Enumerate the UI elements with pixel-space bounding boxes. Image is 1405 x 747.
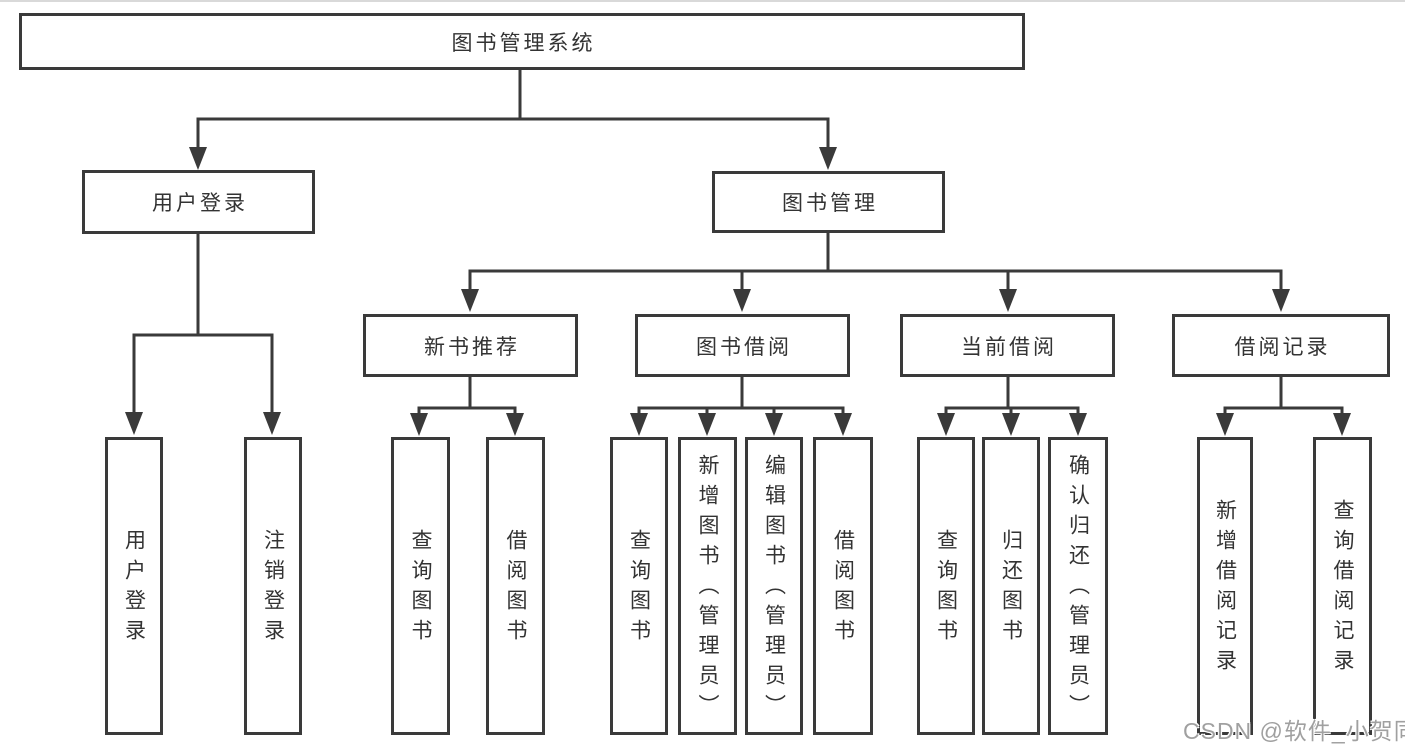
node-leaf-query-borrow-record: 查询借阅记录 [1313, 437, 1372, 735]
arrow-icon [698, 413, 716, 436]
arrow-icon [765, 413, 783, 436]
arrow-icon [937, 413, 955, 436]
arrow-icon [1333, 413, 1351, 436]
node-new-book-recommendation: 新书推荐 [363, 314, 578, 377]
connector-current-borrow-t [944, 377, 1080, 414]
node-leaf-query-books-borrowing: 查询图书 [610, 437, 668, 735]
node-book-borrowing: 图书借阅 [635, 314, 850, 377]
arrow-icon [733, 289, 751, 312]
node-leaf-edit-books-admin: 编辑图书（管理员） [745, 437, 803, 735]
node-leaf-user-login: 用户登录 [105, 437, 163, 735]
arrow-icon [461, 289, 479, 312]
csdn-watermark: CSDN @软件_小贺同学 [1183, 718, 1405, 744]
node-borrowing-records: 借阅记录 [1172, 314, 1390, 377]
arrow-icon [999, 289, 1017, 312]
arrow-icon [189, 147, 207, 170]
arrow-icon [410, 413, 428, 436]
node-book-management: 图书管理 [712, 171, 945, 233]
node-leaf-query-books-current: 查询图书 [917, 437, 975, 735]
arrow-icon [1216, 413, 1234, 436]
arrow-icon [1002, 413, 1020, 436]
arrow-icon [1069, 413, 1087, 436]
connector-new-book-t [417, 377, 517, 414]
connector-borrow-records-t [1223, 377, 1344, 414]
node-current-borrowing: 当前借阅 [900, 314, 1115, 377]
connector-level3 [468, 269, 1283, 290]
arrow-icon [125, 412, 143, 435]
node-leaf-query-books-recommend: 查询图书 [391, 437, 450, 735]
arrow-icon [1272, 289, 1290, 312]
arrowheads [125, 147, 1351, 436]
node-leaf-add-books-admin: 新增图书（管理员） [678, 437, 737, 735]
top-border-line [0, 0, 1405, 2]
arrow-icon [630, 413, 648, 436]
node-leaf-borrow-books-recommend: 借阅图书 [486, 437, 545, 735]
node-leaf-confirm-return-admin: 确认归还（管理员） [1048, 437, 1108, 735]
node-leaf-borrow-books: 借阅图书 [813, 437, 873, 735]
node-leaf-return-books: 归还图书 [982, 437, 1040, 735]
arrow-icon [834, 413, 852, 436]
arrow-icon [263, 412, 281, 435]
node-user-login: 用户登录 [82, 170, 315, 234]
node-leaf-logout: 注销登录 [244, 437, 302, 735]
connector-level1 [196, 117, 830, 150]
arrow-icon [819, 147, 837, 170]
connector-book-borrow-t [637, 377, 845, 414]
node-leaf-add-borrow-record: 新增借阅记录 [1197, 437, 1253, 735]
arrow-icon [506, 413, 524, 436]
connector-user-login-t [132, 333, 274, 413]
node-library-management-system: 图书管理系统 [19, 13, 1025, 70]
